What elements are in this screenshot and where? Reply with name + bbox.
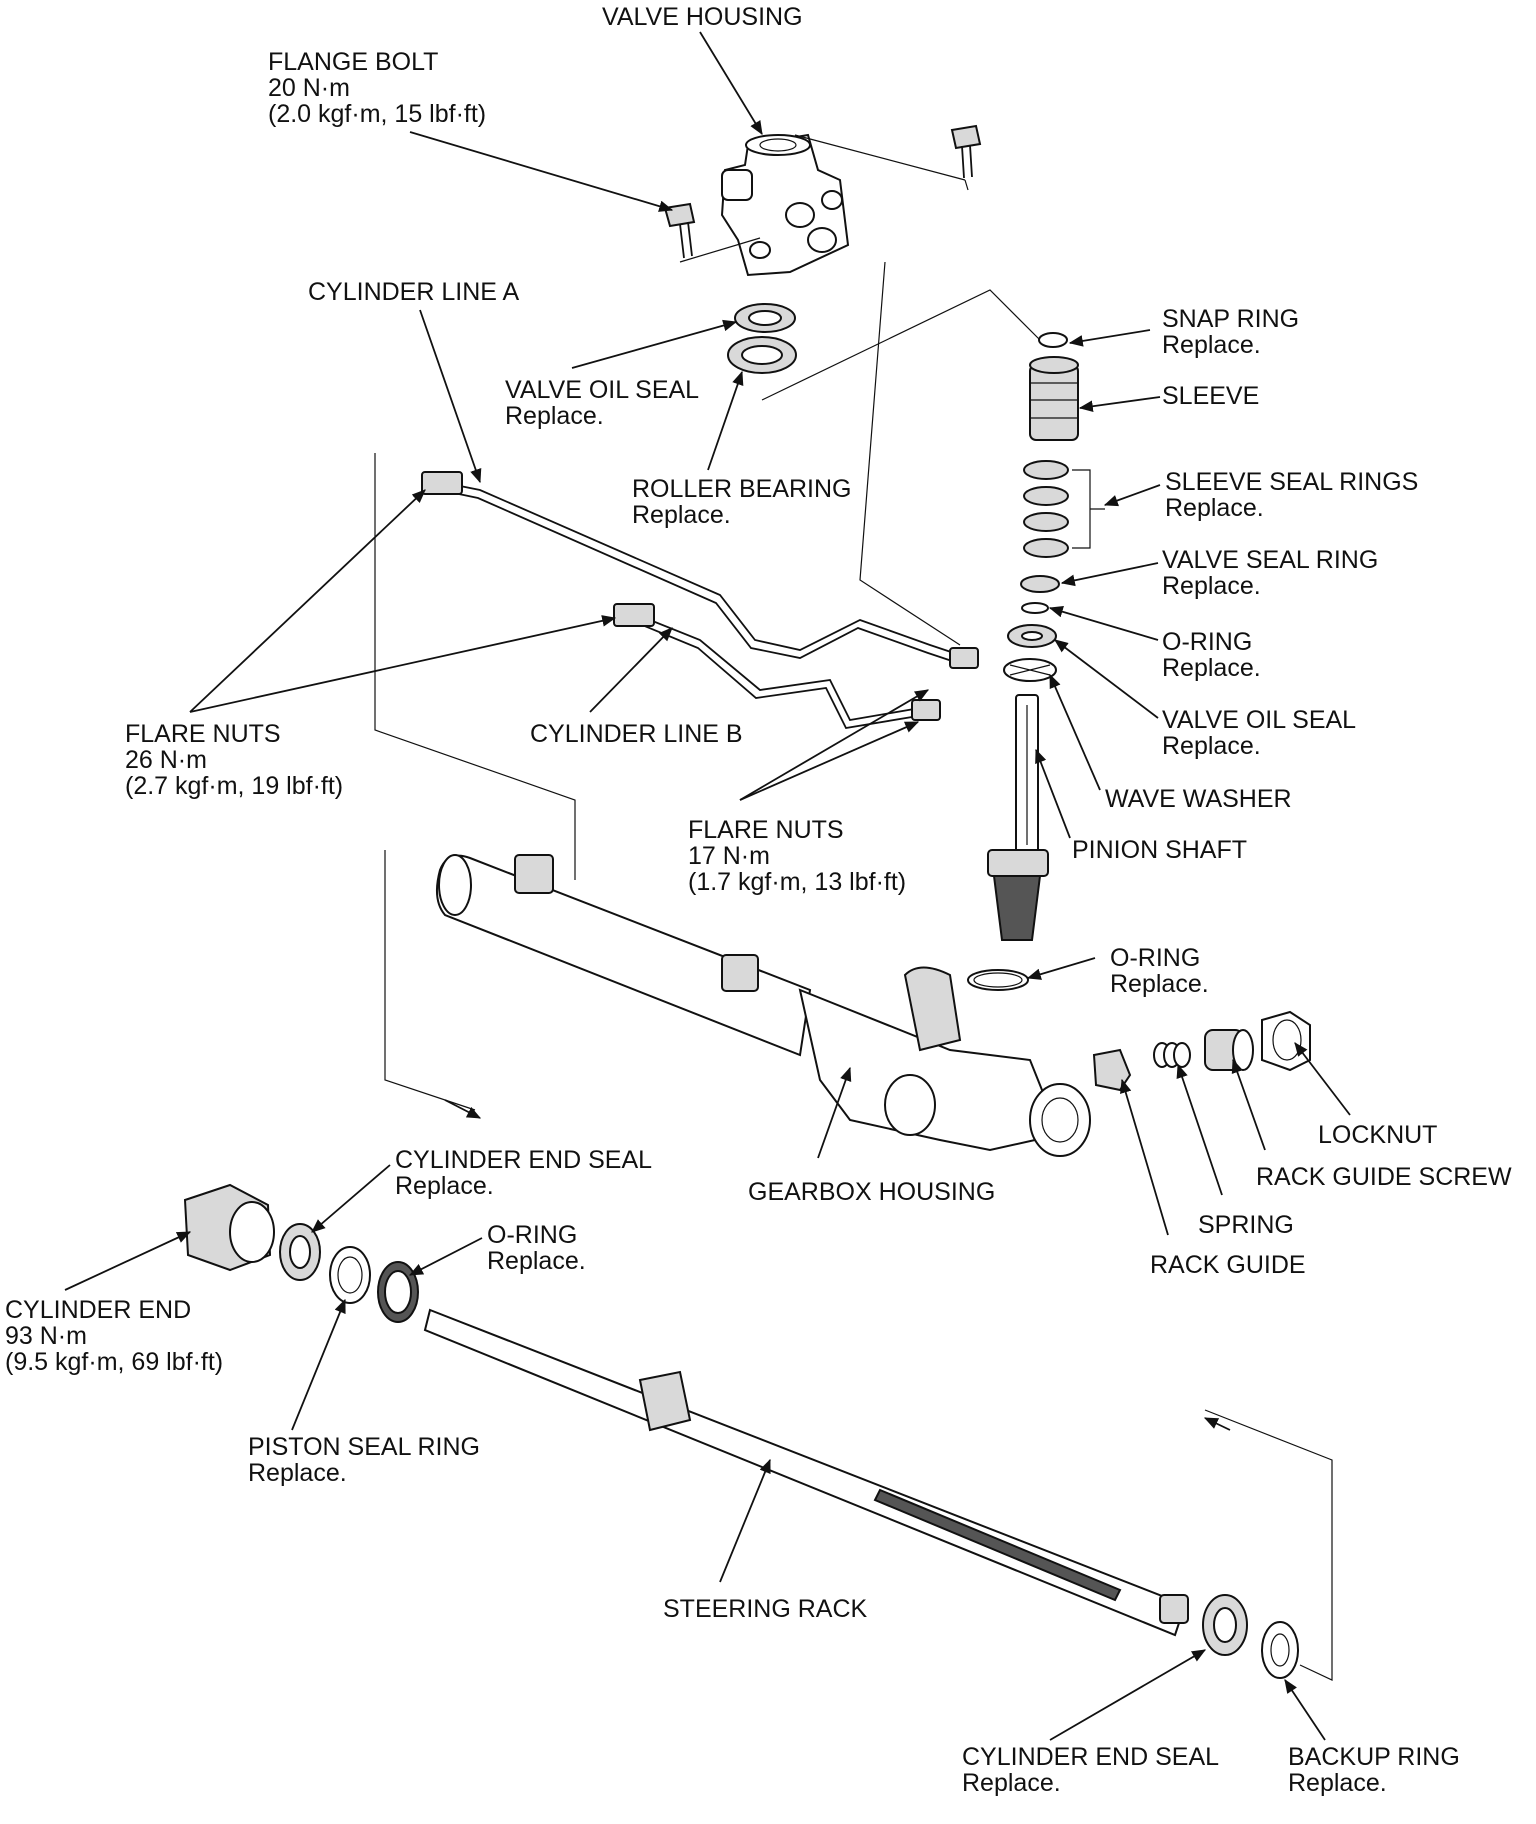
label-valve-oil-seal-lower: VALVE OIL SEAL Replace. bbox=[1162, 706, 1362, 760]
rack-guide-part bbox=[1092, 1048, 1132, 1092]
pinion-shaft-part bbox=[987, 694, 1049, 941]
label-sleeve: SLEEVE bbox=[1162, 382, 1259, 410]
valve-oil-seal-lower-part bbox=[1007, 624, 1057, 648]
cylinder-end-seal-right-part bbox=[1202, 1594, 1248, 1656]
label-cylinder-line-b: CYLINDER LINE B bbox=[530, 720, 743, 748]
label-valve-oil-seal-top: VALVE OIL SEAL Replace. bbox=[505, 376, 705, 430]
cylinder-end-part bbox=[183, 1183, 275, 1272]
label-piston-seal-ring: PISTON SEAL RING Replace. bbox=[248, 1433, 487, 1487]
label-o-ring-cylinder: O-RING Replace. bbox=[487, 1221, 586, 1275]
label-steering-rack: STEERING RACK bbox=[663, 1595, 868, 1623]
label-locknut: LOCKNUT bbox=[1318, 1121, 1437, 1149]
sleeve-seal-rings-part bbox=[1023, 460, 1069, 558]
snap-ring-part bbox=[1038, 332, 1068, 348]
label-pinion-shaft: PINION SHAFT bbox=[1072, 836, 1247, 864]
valve-seal-ring-part bbox=[1020, 575, 1060, 593]
label-roller-bearing: ROLLER BEARING Replace. bbox=[632, 475, 858, 529]
valve-oil-seal-top-part bbox=[734, 303, 796, 333]
o-ring-housing-part bbox=[967, 969, 1029, 991]
wave-washer-part bbox=[1003, 658, 1057, 682]
cylinder-line-b-part bbox=[613, 603, 941, 729]
flange-bolt-right bbox=[950, 124, 982, 179]
steering-rack-part bbox=[423, 1308, 1189, 1637]
label-backup-ring: BACKUP RING Replace. bbox=[1288, 1743, 1467, 1797]
label-cylinder-end-seal-left: CYLINDER END SEAL Replace. bbox=[395, 1146, 658, 1200]
label-flare-nuts-17: FLARE NUTS 17 N·m (1.7 kgf·m, 13 lbf·ft) bbox=[688, 816, 906, 896]
spring-part bbox=[1153, 1042, 1191, 1068]
label-cylinder-end: CYLINDER END 93 N·m (9.5 kgf·m, 69 lbf·f… bbox=[5, 1296, 223, 1376]
valve-housing-part bbox=[720, 133, 850, 277]
label-cylinder-end-seal-right: CYLINDER END SEAL Replace. bbox=[962, 1743, 1225, 1797]
o-ring-pinion-part bbox=[1021, 602, 1049, 614]
cylinder-end-seal-left-part bbox=[279, 1223, 321, 1281]
label-spring: SPRING bbox=[1198, 1211, 1294, 1239]
cylinder-line-a-part bbox=[421, 471, 979, 669]
label-valve-seal-ring: VALVE SEAL RING Replace. bbox=[1162, 546, 1385, 600]
label-rack-guide: RACK GUIDE bbox=[1150, 1251, 1306, 1279]
label-flare-nuts-26: FLARE NUTS 26 N·m (2.7 kgf·m, 19 lbf·ft) bbox=[125, 720, 343, 800]
label-flange-bolt: FLANGE BOLT 20 N·m (2.0 kgf·m, 15 lbf·ft… bbox=[268, 48, 486, 128]
sleeve-part bbox=[1029, 356, 1079, 441]
label-sleeve-seal-rings: SLEEVE SEAL RINGS Replace. bbox=[1165, 468, 1425, 522]
label-gearbox-housing: GEARBOX HOUSING bbox=[748, 1178, 995, 1206]
label-o-ring-housing: O-RING Replace. bbox=[1110, 944, 1209, 998]
label-snap-ring: SNAP RING Replace. bbox=[1162, 305, 1306, 359]
locknut-part bbox=[1261, 1010, 1311, 1072]
roller-bearing-part bbox=[727, 336, 797, 374]
rack-guide-screw-part bbox=[1204, 1029, 1254, 1071]
label-valve-housing: VALVE HOUSING bbox=[602, 3, 803, 31]
gearbox-housing-part bbox=[435, 854, 1091, 1157]
label-rack-guide-screw: RACK GUIDE SCREW bbox=[1256, 1163, 1512, 1191]
label-cylinder-line-a: CYLINDER LINE A bbox=[308, 278, 520, 306]
flange-bolt-left bbox=[663, 202, 696, 259]
o-ring-cylinder-part bbox=[377, 1261, 419, 1323]
backup-ring-part bbox=[1261, 1621, 1299, 1679]
label-wave-washer: WAVE WASHER bbox=[1105, 785, 1292, 813]
label-o-ring-pinion: O-RING Replace. bbox=[1162, 628, 1261, 682]
piston-seal-ring-part bbox=[329, 1246, 371, 1304]
